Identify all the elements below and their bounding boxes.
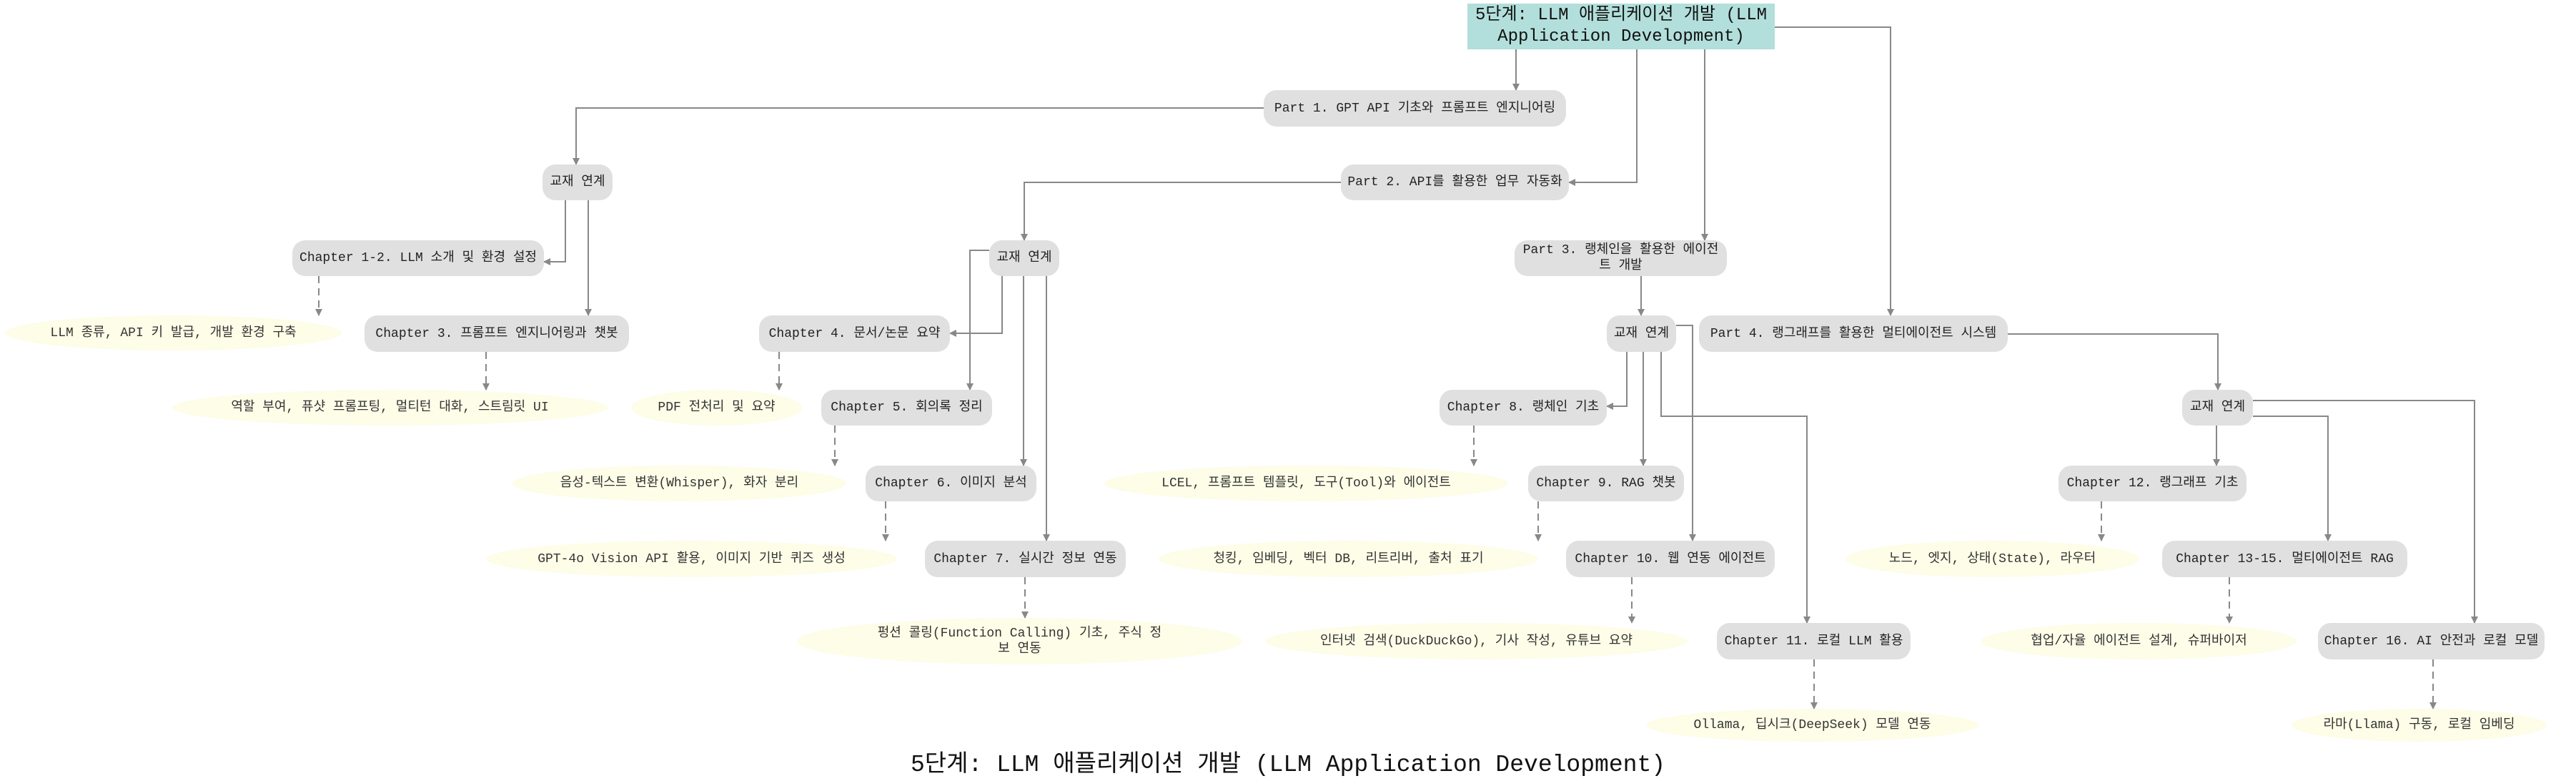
part-1-node: Part 1. GPT API 기초와 프롬프트 엔지니어링 (1264, 90, 1566, 127)
chapter-4-node: Chapter 4. 문서/논문 요약 (759, 315, 950, 352)
chapter-12-node: Chapter 12. 랭그래프 기초 (2059, 466, 2246, 501)
note-chapter-1-2: LLM 종류, API 키 발급, 개발 환경 구축 (5, 315, 342, 350)
note-chapter-4: PDF 전처리 및 요약 (631, 390, 802, 426)
chapter-7-node: Chapter 7. 실시간 정보 연동 (925, 541, 1126, 577)
chapter-1-2-node: Chapter 1-2. LLM 소개 및 환경 설정 (292, 240, 544, 276)
part-3-node: Part 3. 랭체인을 활용한 에이전트 개발 (1515, 240, 1727, 276)
diagram-caption: 5단계: LLM 애플리케이션 개발 (LLM Application Deve… (910, 752, 1666, 778)
edge-link-ch10 (1676, 325, 1696, 541)
chapter-3-node: Chapter 3. 프롬프트 엔지니어링과 챗봇 (365, 315, 629, 352)
textbook-link-node-3: 교재 연계 (1607, 315, 1676, 352)
note-chapter-6: GPT-4o Vision API 활용, 이미지 기반 퀴즈 생성 (486, 541, 897, 577)
root-node: 5단계: LLM 애플리케이션 개발 (LLM Application Deve… (1467, 4, 1775, 49)
edge-link-ch16 (2253, 400, 2478, 624)
chapter-8-node: Chapter 8. 랭체인 기초 (1440, 390, 1607, 426)
chapter-10-node: Chapter 10. 웹 연동 에이전트 (1566, 541, 1775, 577)
note-chapter-12: 노드, 엣지, 상태(State), 라우터 (1846, 541, 2139, 577)
edge-link-ch5 (966, 250, 989, 390)
note-chapter-3: 역할 부여, 퓨샷 프롬프팅, 멀티턴 대화, 스트림릿 UI (172, 390, 608, 426)
chapter-13-15-node: Chapter 13-15. 멀티에이전트 RAG (2162, 541, 2407, 577)
note-chapter-13-15: 협업/자율 에이전트 설계, 슈퍼바이저 (1981, 623, 2297, 659)
edge-root-part4 (1775, 26, 1894, 316)
note-chapter-9: 청킹, 임베딩, 벡터 DB, 리트리버, 출처 표기 (1159, 541, 1538, 577)
part-2-node: Part 2. API를 활용한 업무 자동화 (1341, 164, 1569, 200)
note-chapter-8: LCEL, 프롬프트 템플릿, 도구(Tool)와 에이전트 (1104, 466, 1508, 501)
edge-link-ch8 (1606, 352, 1628, 410)
edge-link-ch13 (2253, 416, 2332, 541)
edge-root-part2 (1568, 49, 1638, 186)
chapter-5-node: Chapter 5. 회의록 정리 (821, 390, 992, 426)
chapter-9-node: Chapter 9. RAG 챗봇 (1528, 466, 1684, 501)
note-chapter-16: 라마(Llama) 구동, 로컬 임베딩 (2292, 709, 2547, 742)
chapter-11-node: Chapter 11. 로컬 LLM 활용 (1717, 623, 1911, 659)
edge-link-ch11 (1660, 352, 1810, 624)
edge-link-ch1 (543, 200, 566, 265)
chapter-16-node: Chapter 16. AI 안전과 로컬 모델 (2318, 623, 2545, 659)
edge-part1-link (573, 107, 1264, 165)
textbook-link-node-1: 교재 연계 (543, 164, 613, 200)
note-chapter-7: 펑션 콜링(Function Calling) 기초, 주식 정보 연동 (797, 618, 1242, 664)
note-chapter-5: 음성-텍스트 변환(Whisper), 화자 분리 (512, 466, 846, 501)
note-chapter-11: Ollama, 딥시크(DeepSeek) 모델 연동 (1646, 709, 1978, 742)
part-4-node: Part 4. 랭그래프를 활용한 멀티에이전트 시스템 (1699, 315, 2008, 352)
edge-part2-link (1021, 182, 1341, 241)
edge-part4-link (2008, 333, 2221, 390)
edge-link-ch4 (949, 276, 1003, 337)
textbook-link-node-2: 교재 연계 (989, 240, 1059, 276)
textbook-link-node-4: 교재 연계 (2182, 390, 2253, 426)
chapter-6-node: Chapter 6. 이미지 분석 (866, 466, 1036, 501)
note-chapter-10: 인터넷 검색(DuckDuckGo), 기사 작성, 유튜브 요약 (1265, 623, 1688, 659)
